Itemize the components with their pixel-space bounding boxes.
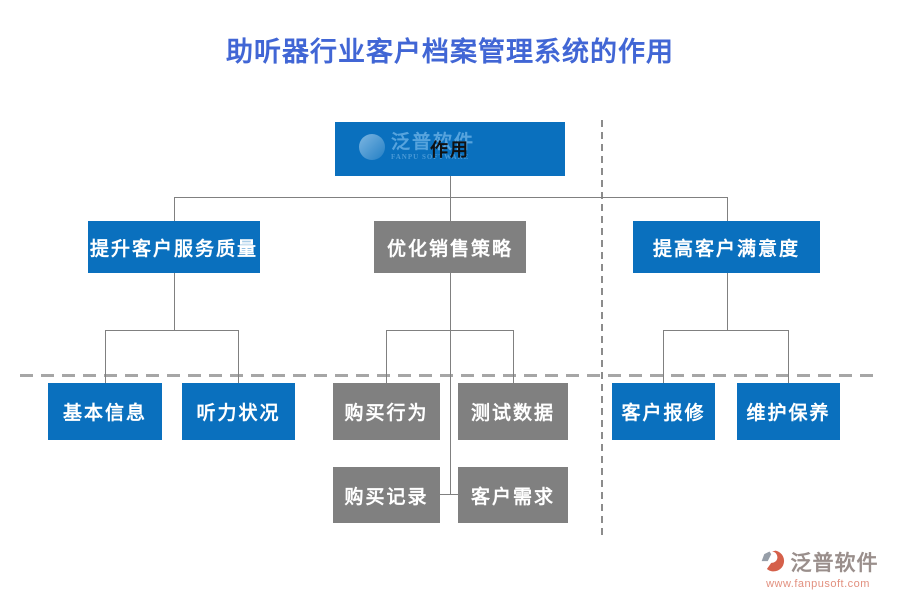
node-label: 测试数据 <box>470 403 555 424</box>
node-hearing-status: 听力状况 <box>182 383 295 440</box>
node-label: 客户需求 <box>470 486 555 508</box>
connector <box>663 330 789 331</box>
connector <box>663 330 664 383</box>
connector <box>727 273 728 330</box>
footer-brand-text: 泛普软件 <box>790 551 879 575</box>
node-label: 提高客户满意度 <box>652 238 800 260</box>
dashed-separator-horizontal <box>20 374 878 377</box>
node-label: 基本信息 <box>62 403 147 424</box>
connector <box>513 330 514 383</box>
connector <box>174 197 728 198</box>
connector <box>386 330 514 331</box>
node-label: 购买记录 <box>344 486 429 508</box>
node-label: 优化销售策略 <box>386 238 513 260</box>
footer-url: www.fanpusoft.com <box>766 578 870 590</box>
connector <box>386 330 387 383</box>
page-title: 助听器行业客户档案管理系统的作用 <box>226 37 674 67</box>
connector <box>174 273 175 330</box>
node-basic-info: 基本信息 <box>48 383 162 440</box>
node-label: 维护保养 <box>746 403 831 424</box>
node-label: 作用 <box>430 140 470 160</box>
node-purchase-records: 购买记录 <box>333 467 440 523</box>
dashed-separator-vertical <box>601 120 603 540</box>
connector <box>450 273 451 495</box>
fanpu-logo-icon <box>761 550 784 572</box>
connector <box>105 330 106 383</box>
connector <box>450 176 451 197</box>
node-customer-repair: 客户报修 <box>612 383 715 440</box>
node-role-root: 泛普软件 FANPU SOFTWARE 作用 <box>335 122 565 176</box>
node-maintenance: 维护保养 <box>737 383 840 440</box>
footer-logo: 泛普软件 www.fanpusoft.com <box>750 547 886 590</box>
node-test-data: 测试数据 <box>458 383 568 440</box>
node-label: 提升客户服务质量 <box>89 238 258 260</box>
connector <box>440 494 458 495</box>
watermark-logo-icon <box>359 134 385 160</box>
connector <box>727 197 728 221</box>
node-purchase-behavior: 购买行为 <box>333 383 440 440</box>
connector <box>174 197 175 221</box>
node-customer-needs: 客户需求 <box>458 467 568 523</box>
connector <box>238 330 239 383</box>
connector <box>450 197 451 221</box>
node-label: 听力状况 <box>196 403 281 424</box>
node-label: 客户报修 <box>621 403 706 424</box>
node-improve-service-quality: 提升客户服务质量 <box>88 221 260 273</box>
connector <box>105 330 239 331</box>
node-label: 购买行为 <box>344 403 429 424</box>
node-improve-customer-satisfaction: 提高客户满意度 <box>633 221 820 273</box>
connector <box>788 330 789 383</box>
node-optimize-sales-strategy: 优化销售策略 <box>374 221 526 273</box>
